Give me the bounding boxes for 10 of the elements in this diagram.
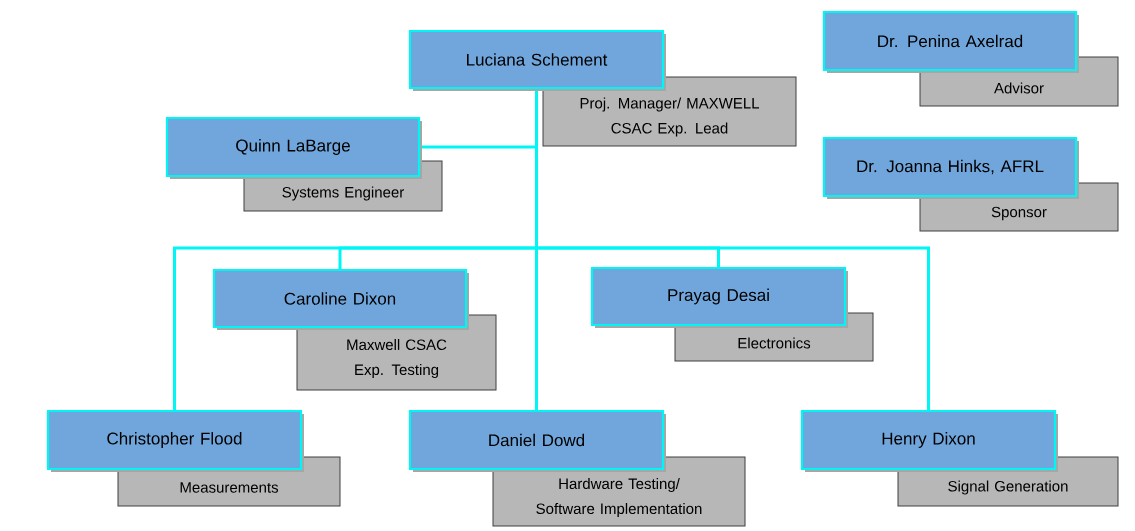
- name-box: Caroline Dixon: [212, 268, 469, 330]
- name-box: Luciana Schement: [408, 29, 666, 91]
- name-box: Henry Dixon: [800, 409, 1058, 472]
- role-box: Proj. Manager/ MAXWELL CSAC Exp. Lead: [542, 76, 797, 147]
- name-box: Prayag Desai: [590, 266, 848, 328]
- name-box: Quinn LaBarge: [165, 116, 422, 179]
- name-box: Dr. Joanna Hinks, AFRL: [822, 136, 1079, 199]
- name-box: Dr. Penina Axelrad: [822, 10, 1079, 73]
- name-box: Daniel Dowd: [408, 409, 666, 472]
- name-box: Christopher Flood: [46, 409, 304, 472]
